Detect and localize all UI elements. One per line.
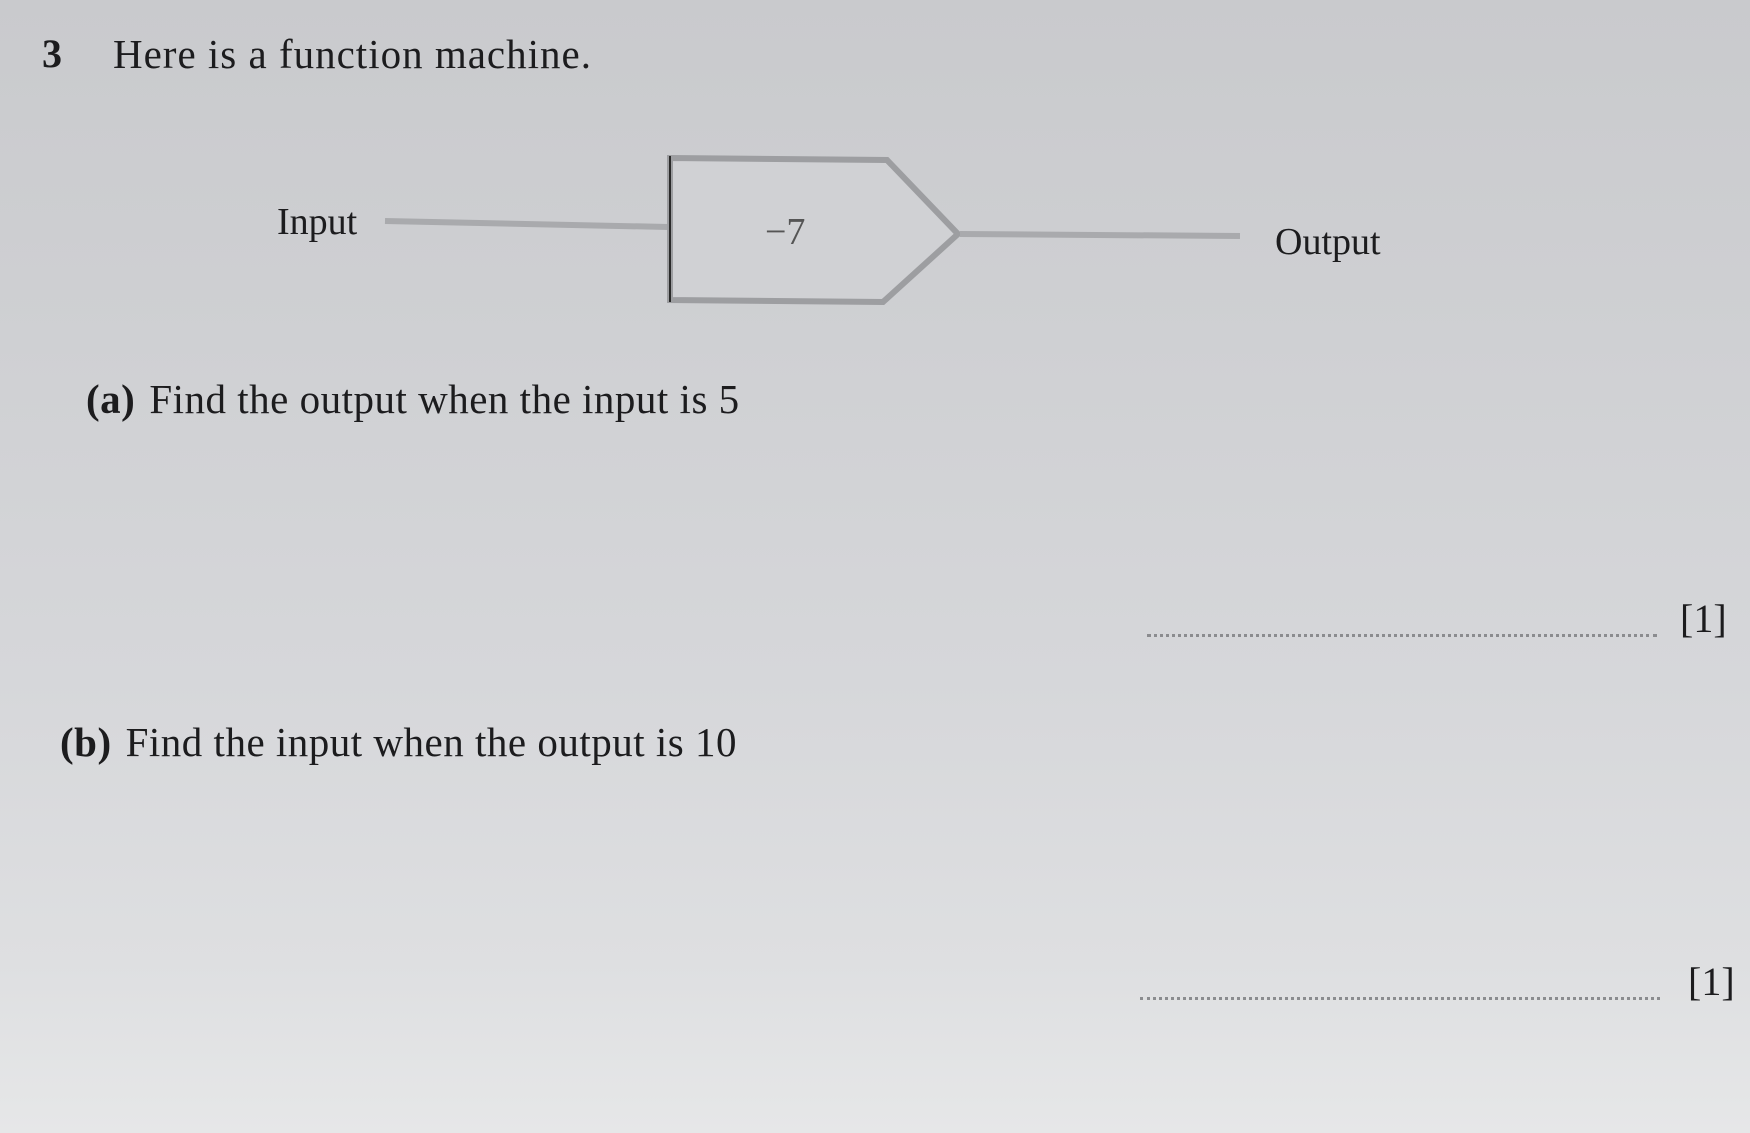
- part-a-question: (a) Find the output when the input is 5: [86, 375, 740, 423]
- part-a-text: Find the output when the input is 5: [149, 376, 740, 422]
- question-number: 3: [42, 31, 62, 76]
- output-arrow-line: [959, 231, 1241, 239]
- input-label: Input: [277, 201, 358, 243]
- input-arrow-line: [384, 218, 669, 230]
- question-stem: Here is a function machine.: [113, 31, 592, 77]
- part-b-question: (b) Find the input when the output is 10: [60, 718, 737, 766]
- part-b-marks: [1]: [1688, 959, 1735, 1004]
- part-b-answer-line[interactable]: [1140, 997, 1660, 1000]
- operation-label: −7: [765, 211, 806, 253]
- part-a-tag: (a): [86, 376, 136, 422]
- part-a-marks: [1]: [1680, 596, 1727, 641]
- part-b-text: Find the input when the output is 10: [125, 719, 737, 765]
- part-b-tag: (b): [60, 719, 112, 765]
- part-a-answer-line[interactable]: [1147, 634, 1657, 637]
- function-machine-box: [667, 154, 963, 306]
- output-label: Output: [1275, 221, 1381, 263]
